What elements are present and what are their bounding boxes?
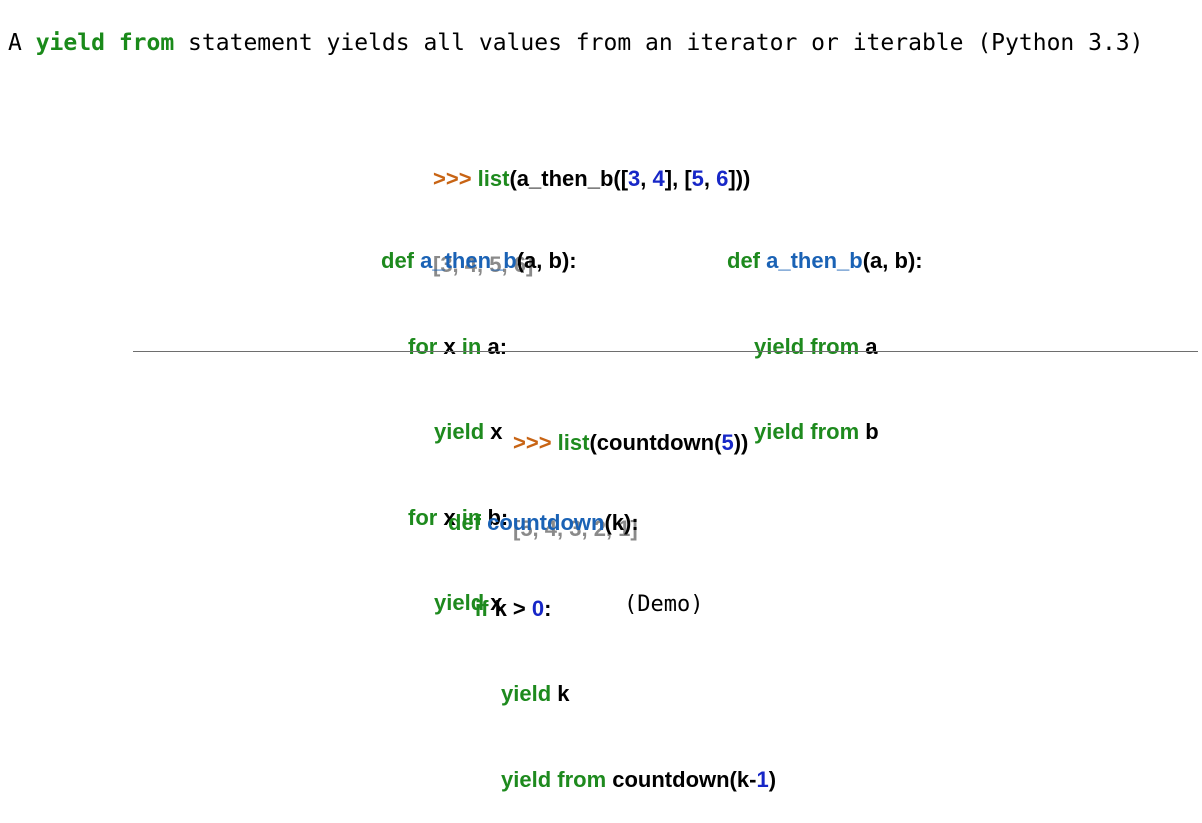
keyword-def: def bbox=[727, 248, 760, 273]
code-text: b bbox=[859, 419, 879, 444]
keyword-in: in bbox=[461, 333, 482, 359]
code-line: for x in b: bbox=[381, 504, 577, 533]
call-paren: ( bbox=[589, 430, 597, 455]
keyword-for: for bbox=[408, 333, 438, 359]
keyword-def: def bbox=[381, 248, 414, 273]
keyword-in: in bbox=[461, 504, 482, 530]
code-text: a: bbox=[481, 333, 508, 359]
function-name: a_then_b bbox=[766, 248, 863, 273]
code-line: yield x bbox=[381, 418, 577, 447]
call-number: 5 bbox=[721, 430, 734, 455]
function-args: (k): bbox=[604, 510, 639, 535]
function-name: a_then_b bbox=[420, 248, 517, 273]
code-text: x bbox=[484, 590, 503, 615]
code-line: def countdown(k): bbox=[448, 509, 776, 538]
keyword-def: def bbox=[448, 510, 481, 535]
keyword-yield: yield bbox=[434, 419, 485, 444]
call-func: a_then_b bbox=[516, 166, 614, 191]
code-text: x bbox=[437, 333, 462, 359]
call-comma: , bbox=[640, 166, 653, 191]
call-list: list bbox=[477, 166, 510, 191]
example2-def: def countdown(k): if k > 0: yield k yiel… bbox=[448, 452, 776, 823]
function-args: (a, b): bbox=[516, 248, 577, 273]
code-line: yield k bbox=[448, 680, 776, 709]
code-line: def a_then_b(a, b): bbox=[381, 247, 577, 276]
demo-label: (Demo) bbox=[624, 592, 704, 617]
heading-keyword-from: from bbox=[118, 30, 175, 56]
call-bracket: ])) bbox=[728, 166, 751, 191]
function-name: countdown bbox=[487, 510, 605, 535]
call-number: 3 bbox=[628, 166, 641, 191]
call-paren: ( bbox=[509, 166, 517, 191]
section-divider bbox=[133, 351, 1198, 352]
slide-heading: A yield from statement yields all values… bbox=[8, 30, 1144, 56]
keyword-yield-from: yield from bbox=[501, 766, 607, 792]
call-number: 4 bbox=[652, 166, 665, 191]
keyword-yield: yield bbox=[434, 590, 485, 615]
code-text: x bbox=[437, 504, 462, 530]
call-list: list bbox=[557, 430, 590, 455]
code-line: def a_then_b(a, b): bbox=[727, 247, 923, 276]
keyword-yield: yield bbox=[501, 681, 552, 706]
heading-suffix: statement yields all values from an iter… bbox=[174, 30, 1144, 56]
call-bracket: ], [ bbox=[664, 166, 692, 191]
code-number: 0 bbox=[531, 595, 545, 621]
call-number: 5 bbox=[691, 166, 704, 191]
code-text: : bbox=[544, 595, 552, 621]
call-comma: , bbox=[703, 166, 717, 191]
call-number: 6 bbox=[716, 166, 729, 191]
code-number: 1 bbox=[756, 766, 769, 792]
code-line: if k > 0: bbox=[448, 595, 776, 624]
example1-output: [3, 4, 5, 6] bbox=[433, 251, 534, 277]
code-text: b: bbox=[481, 504, 509, 530]
call-paren: ( bbox=[714, 430, 722, 455]
example2-call-line: >>> list(countdown(5)) bbox=[513, 429, 748, 458]
code-line: yield x bbox=[381, 589, 577, 618]
example2-output: [5, 4, 3, 2, 1] bbox=[513, 515, 638, 541]
example1-call-line: >>> list(a_then_b([3, 4], [5, 6])) bbox=[433, 165, 750, 194]
example2-repl: >>> list(countdown(5)) [5, 4, 3, 2, 1] bbox=[513, 372, 748, 572]
call-func: countdown bbox=[596, 430, 715, 455]
heading-keyword-yield: yield bbox=[35, 30, 105, 56]
code-line: yield from a bbox=[727, 333, 923, 362]
function-args: (a, b): bbox=[862, 248, 923, 273]
code-text: k bbox=[551, 681, 570, 706]
heading-prefix: A bbox=[8, 30, 36, 56]
repl-prompt: >>> bbox=[433, 166, 472, 191]
keyword-yield-from: yield from bbox=[754, 419, 860, 444]
code-text: a bbox=[859, 333, 878, 359]
example1-left-def: def a_then_b(a, b): for x in a: yield x … bbox=[381, 190, 577, 646]
example1-repl: >>> list(a_then_b([3, 4], [5, 6])) [3, 4… bbox=[433, 108, 750, 308]
code-text: x bbox=[484, 419, 503, 444]
keyword-for: for bbox=[408, 504, 438, 530]
call-paren: ([ bbox=[613, 166, 629, 191]
code-text: countdown(k- bbox=[606, 766, 757, 792]
code-line: yield from countdown(k-1) bbox=[448, 766, 776, 795]
code-line: yield from b bbox=[727, 418, 923, 447]
keyword-if: if bbox=[475, 595, 489, 621]
example1-right-def: def a_then_b(a, b): yield from a yield f… bbox=[727, 190, 923, 475]
code-line: for x in a: bbox=[381, 333, 577, 362]
call-paren: )) bbox=[733, 430, 749, 455]
keyword-yield-from: yield from bbox=[754, 333, 860, 359]
code-text: ) bbox=[768, 766, 777, 792]
code-text: k > bbox=[488, 595, 532, 621]
repl-prompt: >>> bbox=[513, 430, 552, 455]
